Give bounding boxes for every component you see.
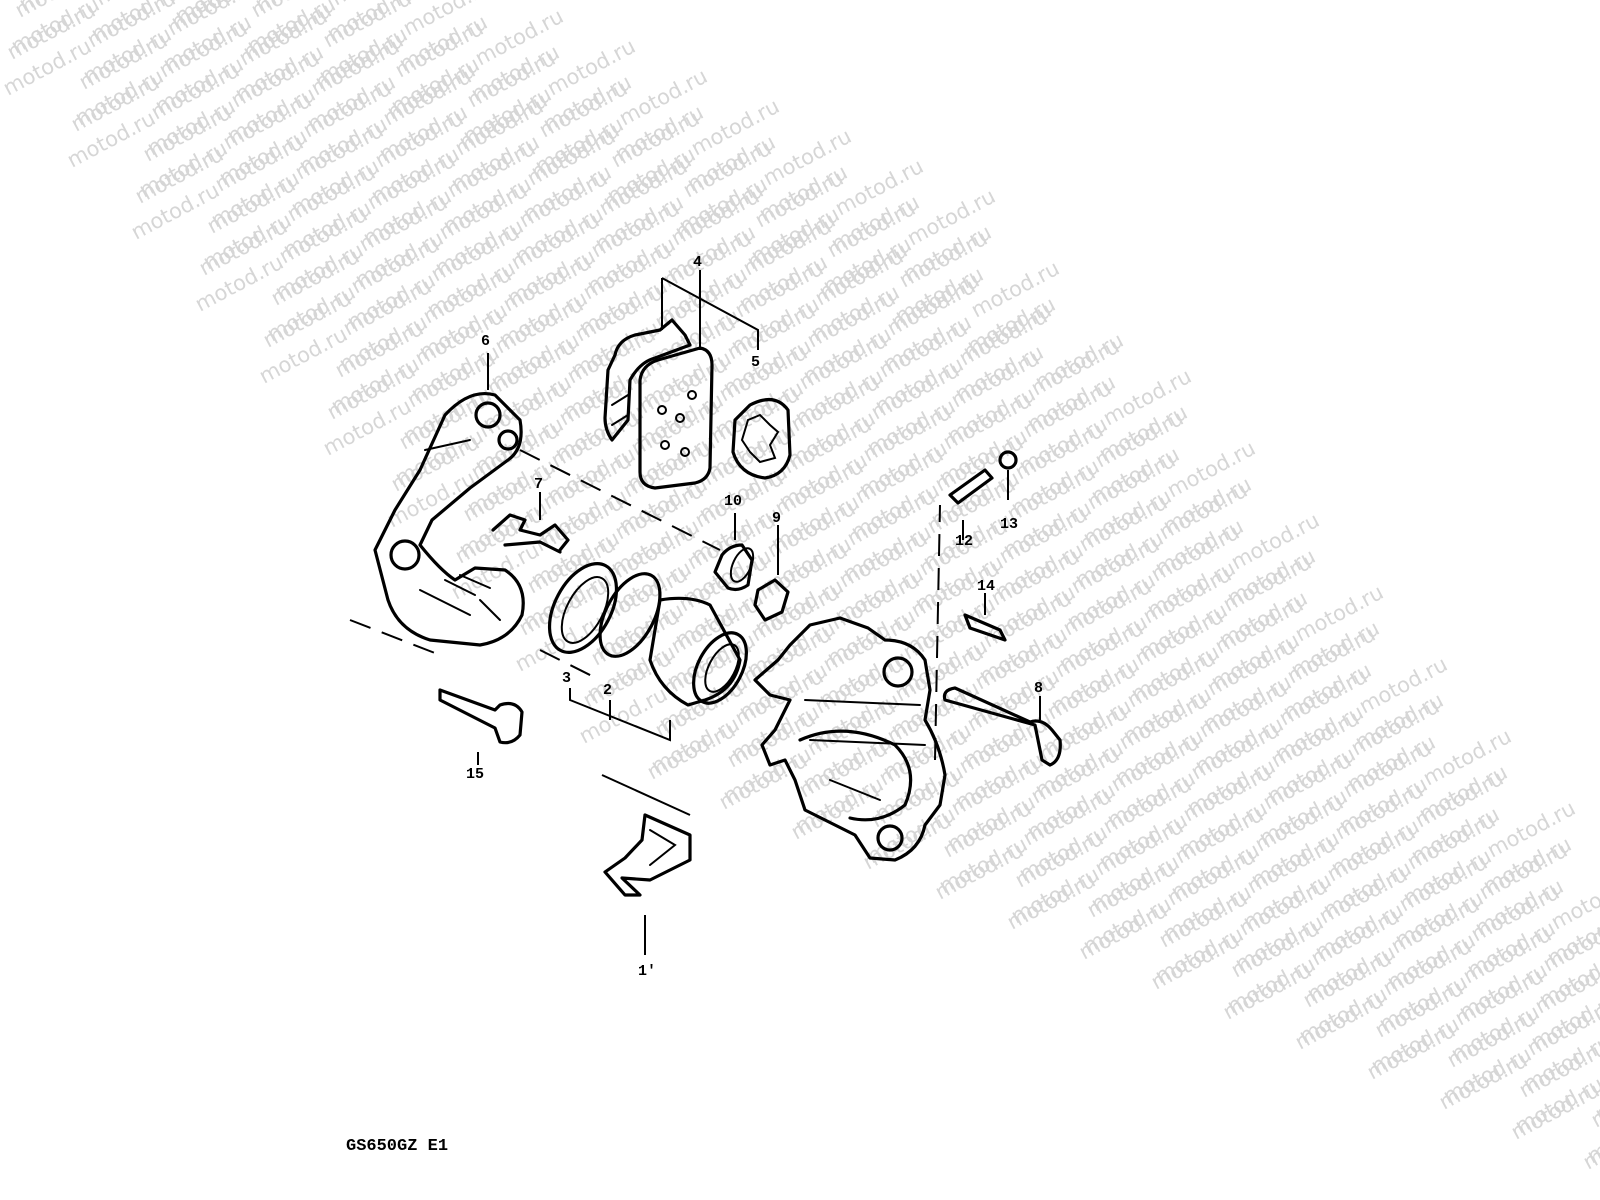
- part-14-clip: [963, 613, 1007, 642]
- part-5-pad-shim: [731, 398, 792, 480]
- part-13-bleeder-cap: [998, 450, 1018, 470]
- watermark-layer: motod.rumotod.rumotod.rumotod.rumotod.ru…: [0, 0, 1600, 1174]
- part-4-brake-pads: [603, 318, 714, 490]
- part-8-caliper-bolt: [942, 686, 1062, 767]
- part-12-bleeder-valve: [948, 468, 994, 505]
- part-1-bracket-plate: [603, 813, 692, 897]
- callout-9: 9: [772, 510, 781, 527]
- callout-14: 14: [977, 578, 995, 595]
- part-10-boot: [713, 543, 755, 592]
- part-6-caliper-bracket: [373, 392, 525, 647]
- callout-2: 2: [603, 682, 612, 699]
- part-7-pad-spring: [491, 513, 570, 554]
- part-15-bracket-bolt: [438, 688, 524, 745]
- callout-8: 8: [1034, 680, 1043, 697]
- callout-labels: 4 5 6 7 10 9 12 13 14 8 3 2 15 1': [466, 254, 1043, 980]
- callout-3: 3: [562, 670, 571, 687]
- part-9-boot: [753, 578, 790, 622]
- part-2-piston-seal: [598, 572, 662, 658]
- callout-5: 5: [751, 354, 760, 371]
- callout-15: 15: [466, 766, 484, 783]
- leader-lines: [477, 270, 1041, 955]
- callout-7: 7: [534, 476, 543, 493]
- model-code: GS650GZ E1: [346, 1137, 448, 1156]
- piston: [648, 596, 748, 707]
- part-3-dust-seal: [547, 562, 619, 654]
- callout-1: 1': [638, 963, 656, 980]
- callout-13: 13: [1000, 516, 1018, 533]
- callout-4: 4: [693, 254, 702, 271]
- callout-10: 10: [724, 493, 742, 510]
- callout-6: 6: [481, 333, 490, 350]
- callout-12: 12: [955, 533, 973, 550]
- assembly-lines: [349, 449, 941, 761]
- caliper-body: [753, 616, 947, 862]
